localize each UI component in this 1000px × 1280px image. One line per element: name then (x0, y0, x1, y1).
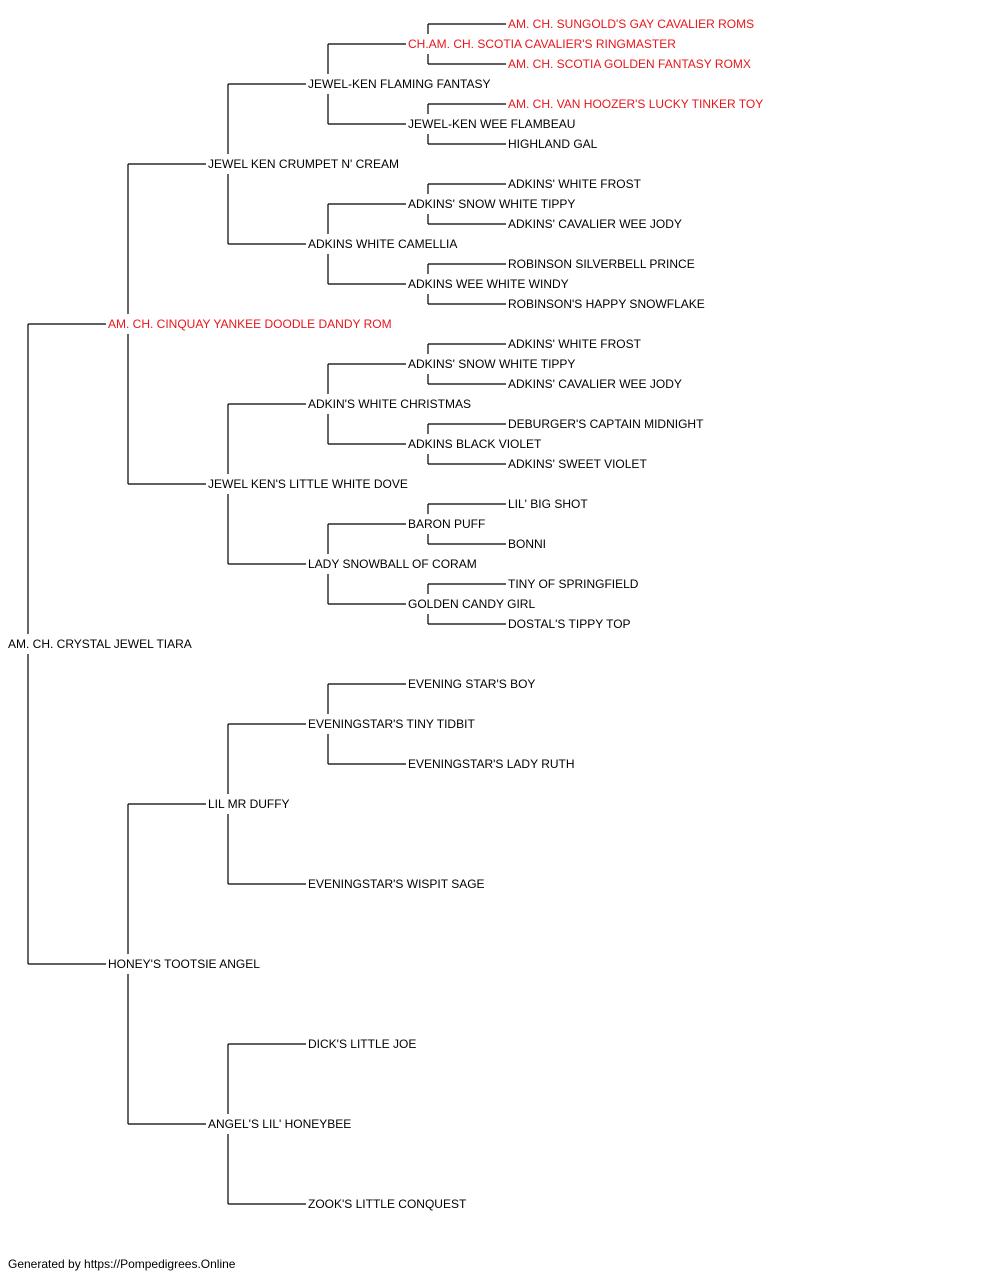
pedigree-ancestor-sire-dam-sire-dam-dam: ADKINS' SWEET VIOLET (508, 457, 648, 471)
pedigree-ancestor-sire-dam-dam: LADY SNOWBALL OF CORAM (308, 557, 478, 571)
pedigree-ancestor-sire-dam-dam-sire: BARON PUFF (408, 517, 487, 531)
pedigree-ancestor-sire-dam-sire-sire: ADKINS' SNOW WHITE TIPPY (408, 357, 577, 371)
pedigree-ancestor-sire-sire-sire-sire-sire: AM. CH. SUNGOLD'S GAY CAVALIER ROMS (508, 17, 756, 31)
pedigree-ancestor-sire-sire-dam-sire-dam: ADKINS' CAVALIER WEE JODY (508, 217, 683, 231)
pedigree-ancestor-sire-sire-sire: JEWEL-KEN FLAMING FANTASY (308, 77, 492, 91)
footer-credit: Generated by https://Pompedigrees.Online (8, 1257, 236, 1271)
pedigree-ancestor-sire-sire-dam-dam-dam: ROBINSON'S HAPPY SNOWFLAKE (508, 297, 706, 311)
pedigree-ancestor-dam-sire-sire: EVENINGSTAR'S TINY TIDBIT (308, 717, 476, 731)
pedigree-ancestor-dam: HONEY'S TOOTSIE ANGEL (108, 957, 261, 971)
pedigree-ancestor-dam-sire-sire-sire: EVENING STAR'S BOY (408, 677, 537, 691)
pedigree-ancestor-sire-sire-sire-dam-dam: HIGHLAND GAL (508, 137, 599, 151)
pedigree-ancestor-sire: AM. CH. CINQUAY YANKEE DOODLE DANDY ROM (108, 317, 393, 331)
pedigree-ancestor-sire-dam-dam-dam-sire: TINY OF SPRINGFIELD (508, 577, 640, 591)
pedigree-ancestor-dam-dam-dam: ZOOK'S LITTLE CONQUEST (308, 1197, 468, 1211)
pedigree-ancestor-sire-sire-sire-sire-dam: AM. CH. SCOTIA GOLDEN FANTASY ROMX (508, 57, 752, 71)
pedigree-ancestor-sire-sire-dam: ADKINS WHITE CAMELLIA (308, 237, 459, 251)
pedigree-ancestor-sire-dam-dam-dam: GOLDEN CANDY GIRL (408, 597, 537, 611)
pedigree-ancestor-sire-sire-dam-dam-sire: ROBINSON SILVERBELL PRINCE (508, 257, 696, 271)
pedigree-ancestor-sire-sire-dam-dam: ADKINS WEE WHITE WINDY (408, 277, 570, 291)
pedigree-ancestor-sire-dam-sire-dam-sire: DEBURGER'S CAPTAIN MIDNIGHT (508, 417, 705, 431)
pedigree-ancestor-sire-sire: JEWEL KEN CRUMPET N' CREAM (208, 157, 400, 171)
pedigree-ancestor-dam-sire-sire-dam: EVENINGSTAR'S LADY RUTH (408, 757, 576, 771)
pedigree-ancestor-dam-sire: LIL MR DUFFY (208, 797, 291, 811)
pedigree-ancestor-sire-dam-sire-sire-dam: ADKINS' CAVALIER WEE JODY (508, 377, 683, 391)
pedigree-ancestor-dam-dam: ANGEL'S LIL' HONEYBEE (208, 1117, 353, 1131)
pedigree-ancestor-dam-sire-dam: EVENINGSTAR'S WISPIT SAGE (308, 877, 486, 891)
pedigree-ancestor-sire-sire-dam-sire: ADKINS' SNOW WHITE TIPPY (408, 197, 577, 211)
pedigree-ancestor-sire-sire-dam-sire-sire: ADKINS' WHITE FROST (508, 177, 642, 191)
pedigree-ancestor-sire-dam-dam-sire-sire: LIL' BIG SHOT (508, 497, 589, 511)
pedigree-ancestor-sire-dam: JEWEL KEN'S LITTLE WHITE DOVE (208, 477, 409, 491)
pedigree-ancestor-sire-dam-dam-sire-dam: BONNI (508, 537, 548, 551)
pedigree-ancestor-sire-dam-sire: ADKIN'S WHITE CHRISTMAS (308, 397, 472, 411)
pedigree-ancestor-sire-sire-sire-dam-sire: AM. CH. VAN HOOZER'S LUCKY TINKER TOY (508, 97, 765, 111)
pedigree-ancestor-dam-dam-sire: DICK'S LITTLE JOE (308, 1037, 418, 1051)
pedigree-ancestor-sire-sire-sire-dam: JEWEL-KEN WEE FLAMBEAU (408, 117, 577, 131)
pedigree-ancestor-sire-dam-sire-sire-sire: ADKINS' WHITE FROST (508, 337, 642, 351)
pedigree-ancestor-sire-dam-dam-dam-dam: DOSTAL'S TIPPY TOP (508, 617, 632, 631)
pedigree-ancestor-sire-sire-sire-sire: CH.AM. CH. SCOTIA CAVALIER'S RINGMASTER (408, 37, 677, 51)
pedigree-ancestor-subject: AM. CH. CRYSTAL JEWEL TIARA (8, 637, 193, 651)
pedigree-ancestor-sire-dam-sire-dam: ADKINS BLACK VIOLET (408, 437, 543, 451)
